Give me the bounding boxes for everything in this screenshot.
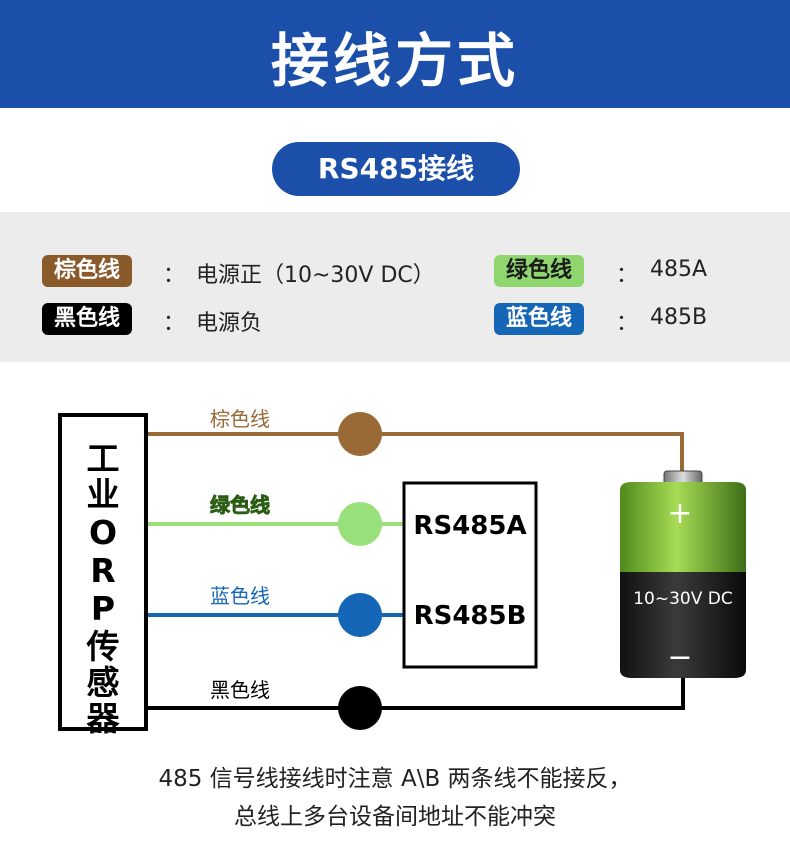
sensor-char: 工 — [87, 439, 120, 478]
sensor-char: 业 — [87, 475, 120, 514]
wire-label-black: 黑色线 — [210, 678, 270, 702]
rs485b-label: RS485B — [414, 601, 527, 631]
legend-desc-black: 电源负 — [196, 311, 263, 336]
battery-minus-icon: − — [667, 640, 692, 675]
wire-label-blue: 蓝色线 — [210, 584, 270, 608]
legend-tag-blue: 蓝色线 — [494, 303, 585, 335]
legend-tag-brown: 棕色线 — [42, 255, 133, 287]
rs485a-label: RS485A — [413, 511, 526, 541]
wire-node-green — [338, 502, 382, 546]
sensor-label: 工 业 O R P 传 感 器 — [86, 439, 121, 738]
wiring-diagram: 棕色线 绿色线 蓝色线 黑色线 工 业 O R P 传 感 器 RS485A R… — [58, 407, 746, 738]
wire-black — [146, 678, 685, 710]
sensor-char: P — [91, 589, 115, 628]
legend-desc-brown: 电源正（10~30V DC） — [196, 263, 435, 288]
footer-note-line1: 485 信号线接线时注意 A\B 两条线不能接反， — [158, 766, 632, 792]
wire-label-green: 绿色线 — [210, 493, 270, 517]
legend-colon: ： — [616, 311, 639, 336]
wire-node-blue — [338, 593, 382, 637]
footer-note-line2: 总线上多台设备间地址不能冲突 — [234, 804, 556, 830]
sensor-char: 感 — [87, 663, 120, 702]
header-banner: 接线方式 — [0, 0, 790, 108]
sensor-char: 器 — [87, 699, 121, 738]
wire-brown — [146, 432, 684, 475]
legend-tag-black: 黑色线 — [42, 303, 133, 335]
legend-colon: ： — [163, 263, 186, 288]
battery-plus-icon: + — [667, 496, 692, 531]
legend-panel: 棕色线 ： 电源正（10~30V DC） 黑色线 ： 电源负 绿色线 ： 485… — [0, 212, 790, 362]
page-title: 接线方式 — [270, 27, 519, 95]
wire-label-brown: 棕色线 — [210, 407, 270, 431]
rs485-box — [402, 481, 538, 669]
legend-desc-blue: 485B — [650, 305, 708, 330]
legend-tag-green: 绿色线 — [494, 255, 585, 287]
battery-voltage-label: 10~30V DC — [633, 589, 733, 609]
sensor-char: R — [90, 551, 115, 590]
section-label: RS485接线 — [272, 142, 520, 196]
battery: + 10~30V DC − — [620, 470, 746, 678]
sensor-char: 传 — [86, 627, 120, 666]
legend-desc-green: 485A — [650, 257, 708, 282]
wire-node-brown — [338, 412, 382, 456]
legend-colon: ： — [163, 311, 186, 336]
sensor-char: O — [89, 513, 117, 552]
wire-node-black — [338, 686, 382, 730]
legend-colon: ： — [616, 263, 639, 288]
sensor-box — [58, 413, 148, 731]
